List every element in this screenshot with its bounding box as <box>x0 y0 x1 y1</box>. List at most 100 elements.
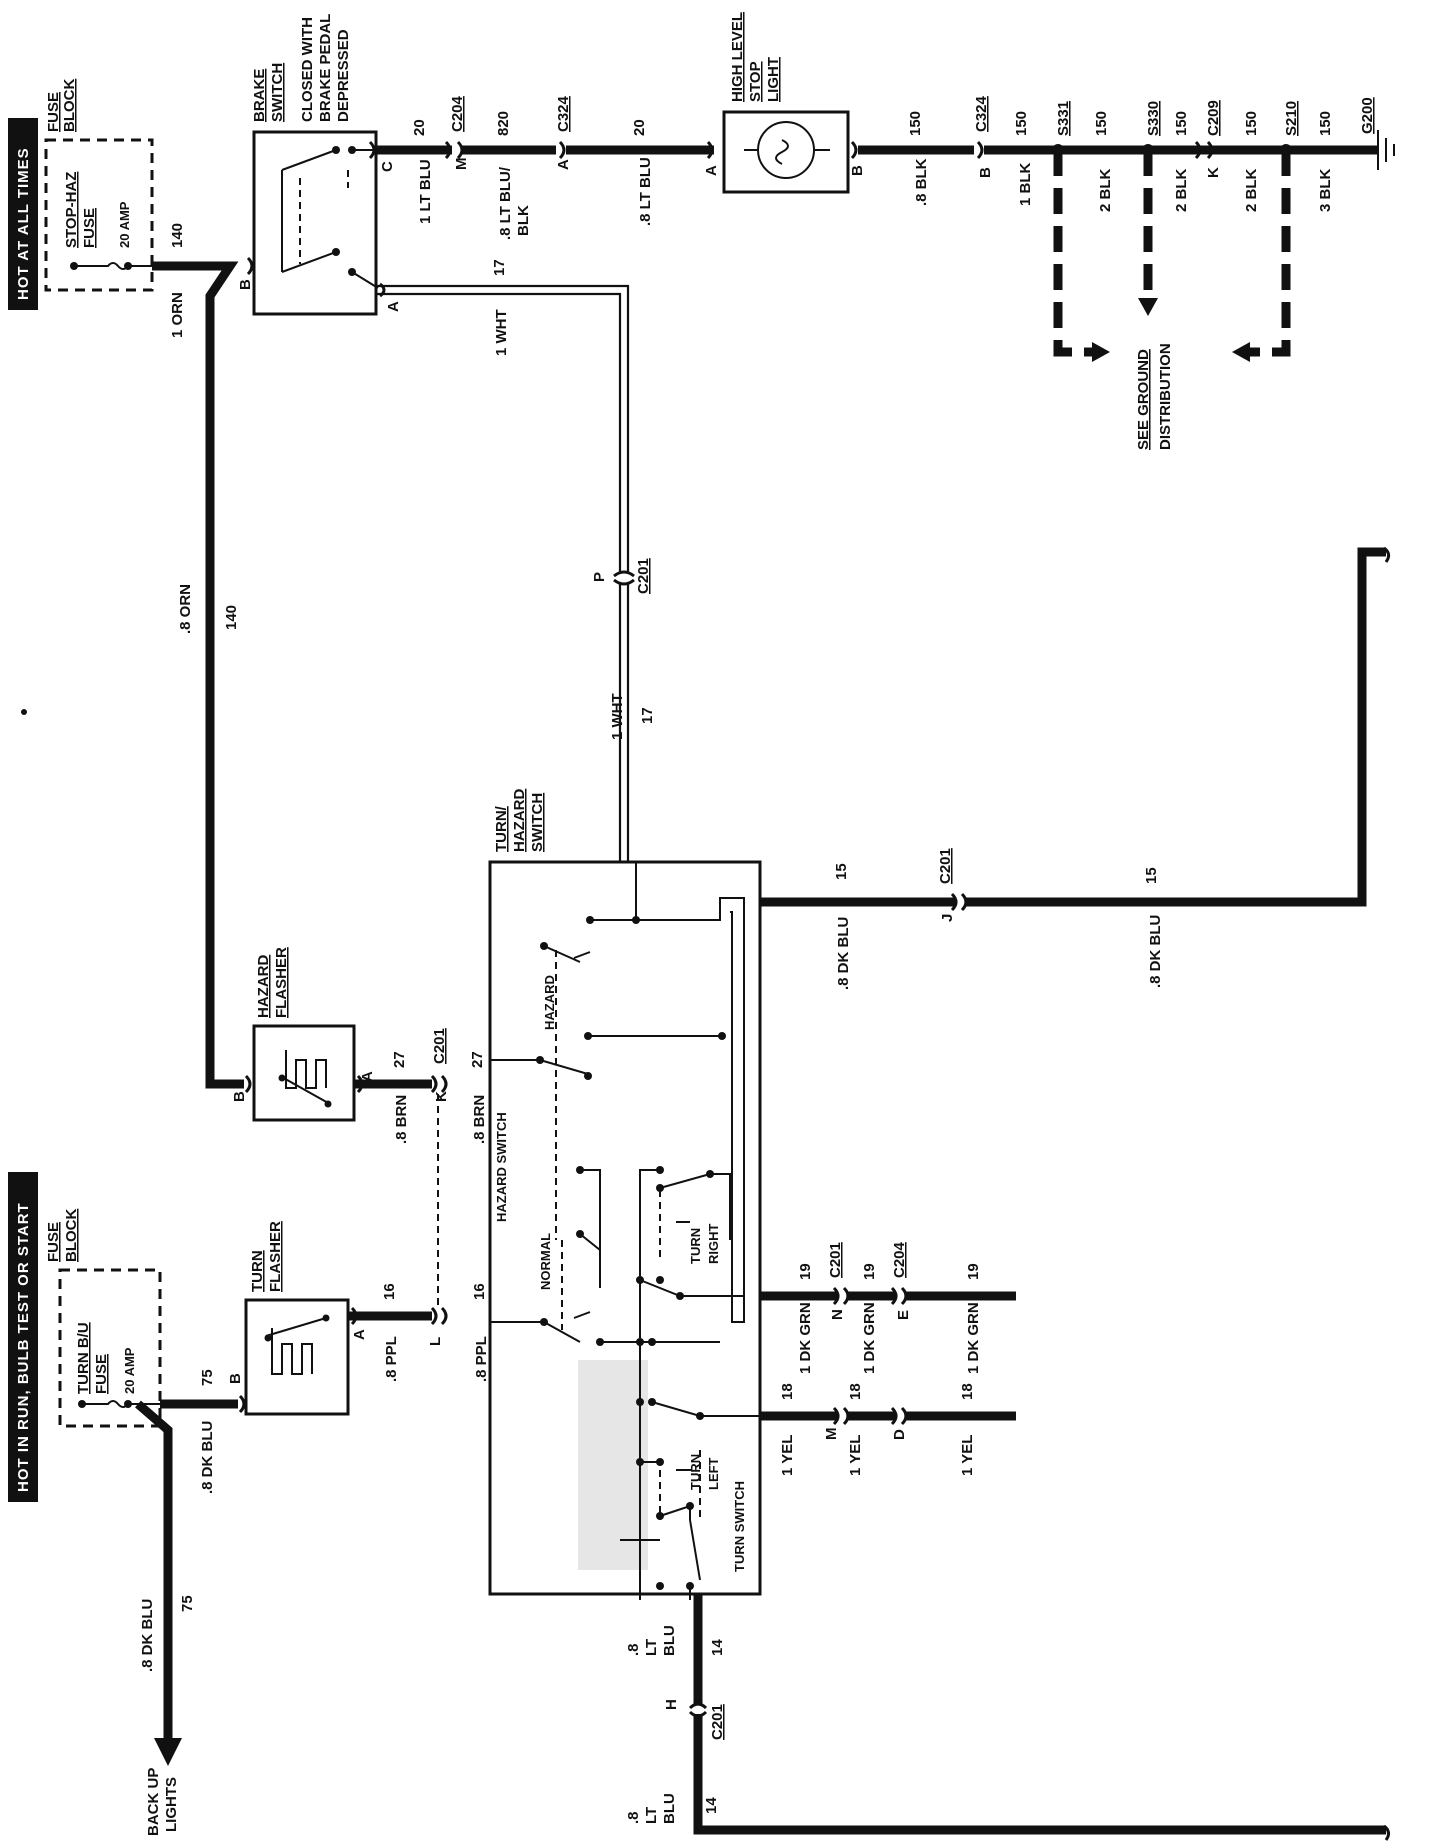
w150e-num: 150 <box>1243 111 1260 136</box>
wire-17-a <box>376 284 630 572</box>
fuse-block-top-title-2: BLOCK <box>61 79 78 132</box>
c201-p-pin: P <box>591 572 608 582</box>
brake-switch-pin-a: A <box>385 301 402 312</box>
c201-l-pin: L <box>427 1337 444 1346</box>
c209-pin: K <box>1205 167 1222 178</box>
turn-hazard-switch-title-1: TURN/ <box>493 805 510 852</box>
turn-bu-fuse-icon <box>82 1400 160 1408</box>
w19c-num: 19 <box>965 1263 982 1280</box>
w20b-color: .8 LT BLU <box>637 157 654 226</box>
brake-switch-contacts-icon <box>281 149 379 289</box>
w19c-color: 1 DK GRN <box>965 1302 982 1374</box>
w14a-c1: .8 <box>625 1643 642 1656</box>
brake-switch-pin-b: B <box>237 279 254 290</box>
w27a-num: 27 <box>391 1051 408 1068</box>
c324-top-pin: A <box>555 159 572 170</box>
c201-h-label: C201 <box>709 1704 726 1740</box>
w27b-color: .8 BRN <box>471 1095 488 1144</box>
w14a-c2: LT <box>643 1639 660 1656</box>
w820-num: 820 <box>495 111 512 136</box>
normal-label: NORMAL <box>538 1233 553 1290</box>
w18b-color: 1 YEL <box>847 1435 864 1476</box>
turn-flasher: TURN FLASHER A B <box>227 1221 368 1416</box>
w150c-color: 2 BLK <box>1097 168 1114 212</box>
w150a-num: 150 <box>907 111 924 136</box>
w14b-c2: LT <box>643 1807 660 1824</box>
c209-label: C209 <box>1205 100 1222 136</box>
turn-bu-fuse-name-2: FUSE <box>93 1354 110 1394</box>
w19a-color: 1 DK GRN <box>797 1302 814 1374</box>
w18b-num: 18 <box>847 1383 864 1400</box>
hazard-flasher-icon <box>279 1050 331 1105</box>
c204-d-pin: D <box>891 1429 908 1440</box>
w14b-c3: BLU <box>661 1793 678 1824</box>
c204-e-label: C204 <box>891 1241 908 1278</box>
w27a-color: .8 BRN <box>393 1095 410 1144</box>
c201-n-pin: N <box>829 1309 846 1320</box>
stop-light-title-1: HIGH LEVEL <box>729 12 746 102</box>
high-level-stop-light: HIGH LEVEL STOP LIGHT A B <box>703 12 866 194</box>
turn-flasher-icon <box>265 1317 327 1375</box>
see-ground-2: DISTRIBUTION <box>1157 343 1174 450</box>
splice-s330 <box>1142 144 1154 156</box>
stop-haz-fuse-rating: 20 AMP <box>117 201 132 248</box>
banner-hot-all-times: HOT AT ALL TIMES <box>8 118 38 310</box>
w17a-num: 17 <box>491 259 508 276</box>
w150f-color: 3 BLK <box>1317 168 1334 212</box>
c201-n-label: C201 <box>827 1242 844 1278</box>
w820-color-1: .8 LT BLU/ <box>497 166 514 240</box>
w27b-num: 27 <box>469 1051 486 1068</box>
c324-top-label: C324 <box>555 95 572 132</box>
w20a-color: 1 LT BLU <box>417 159 434 224</box>
c204-e-pin: E <box>895 1310 912 1320</box>
brake-switch-title-1: BRAKE <box>251 69 268 122</box>
c201-h-pin: H <box>663 1699 680 1710</box>
stop-light-pin-b: B <box>849 165 866 176</box>
banner-hot-run: HOT IN RUN, BULB TEST OR START <box>8 1172 38 1502</box>
hazard-flasher-title-2: FLASHER <box>273 947 290 1018</box>
w75b-num: 75 <box>179 1595 196 1612</box>
c201-p-label: C201 <box>635 558 652 594</box>
c324-right-pin: B <box>977 167 994 178</box>
w14b-c1: .8 <box>625 1811 642 1824</box>
w16b-color: .8 PPL <box>473 1336 490 1382</box>
w150a-color: .8 BLK <box>913 158 930 206</box>
w17b-num: 17 <box>639 707 656 724</box>
turn-hazard-switch-title-2: HAZARD <box>511 789 528 852</box>
turn-right-label-2: RIGHT <box>706 1224 721 1265</box>
w18c-num: 18 <box>959 1383 976 1400</box>
turn-right-label-1: TURN <box>688 1228 703 1264</box>
w15a-color: .8 DK BLU <box>835 917 852 990</box>
brake-switch-note-1: CLOSED WITH <box>299 17 316 122</box>
w150b-color: 1 BLK <box>1017 162 1034 206</box>
c201-j-pin: J <box>939 914 956 922</box>
turn-flasher-pin-a: A <box>351 1329 368 1340</box>
bulb-icon <box>744 139 830 165</box>
w75a-color: .8 DK BLU <box>199 1421 216 1494</box>
w17b-color: 1 WHT <box>609 693 626 740</box>
stray-dot <box>21 709 27 715</box>
stop-light-title-3: LIGHT <box>765 57 782 102</box>
switch-arrow-icons <box>573 951 692 1471</box>
c201-k-label: C201 <box>431 1028 448 1064</box>
splice-s331 <box>1052 144 1064 156</box>
hazard-label: HAZARD <box>542 975 557 1030</box>
fuse-block-top: FUSE BLOCK STOP-HAZ FUSE 20 AMP <box>44 79 154 292</box>
w16a-color: .8 PPL <box>383 1336 400 1382</box>
wire-14-b <box>693 1714 1386 1835</box>
w150c-num: 150 <box>1093 111 1110 136</box>
c204-top-label: C204 <box>449 95 466 132</box>
w150d-color: 2 BLK <box>1173 168 1190 212</box>
hazard-flasher-title-1: HAZARD <box>255 955 272 1018</box>
wire-150-s210-ground <box>1250 150 1291 357</box>
w15b-color: .8 DK BLU <box>1147 915 1164 988</box>
banner-hot-run-text: HOT IN RUN, BULB TEST OR START <box>15 1202 32 1492</box>
wire-140 <box>152 261 244 1089</box>
c201-j-label: C201 <box>937 848 954 884</box>
backup-lights-arrow-icon <box>154 1738 182 1766</box>
w19b-color: 1 DK GRN <box>861 1302 878 1374</box>
w150d-num: 150 <box>1173 111 1190 136</box>
turn-flasher-pin-b: B <box>227 1373 244 1384</box>
brake-switch: BRAKE SWITCH CLOSED WITH BRAKE PEDAL DEP… <box>237 14 402 316</box>
